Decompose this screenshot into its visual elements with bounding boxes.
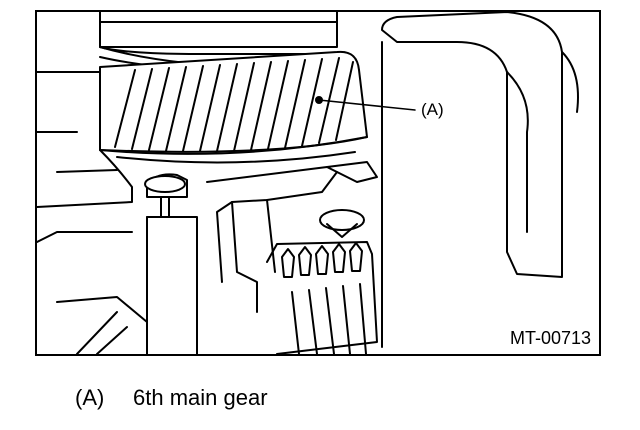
callout-leader-line [318,99,416,111]
right-press-tool [381,12,579,348]
helical-teeth [114,57,354,152]
gear-drawing [37,12,579,354]
caption-tag: (A) [75,385,105,410]
figure-caption: (A) 6th main gear [75,387,268,409]
callout-anchor-dot [315,96,323,104]
adjuster-knob [319,209,365,238]
figure-code: MT-00713 [507,328,593,348]
lower-gear [266,241,378,354]
lower-gear-teeth [281,242,363,278]
gear-illustration: (A) MT-00713 [35,10,601,356]
callout-label-a: (A) [421,100,444,119]
puller-fixture [144,161,378,354]
caption-text: 6th main gear [133,385,268,410]
sixth-main-gear [99,50,368,164]
